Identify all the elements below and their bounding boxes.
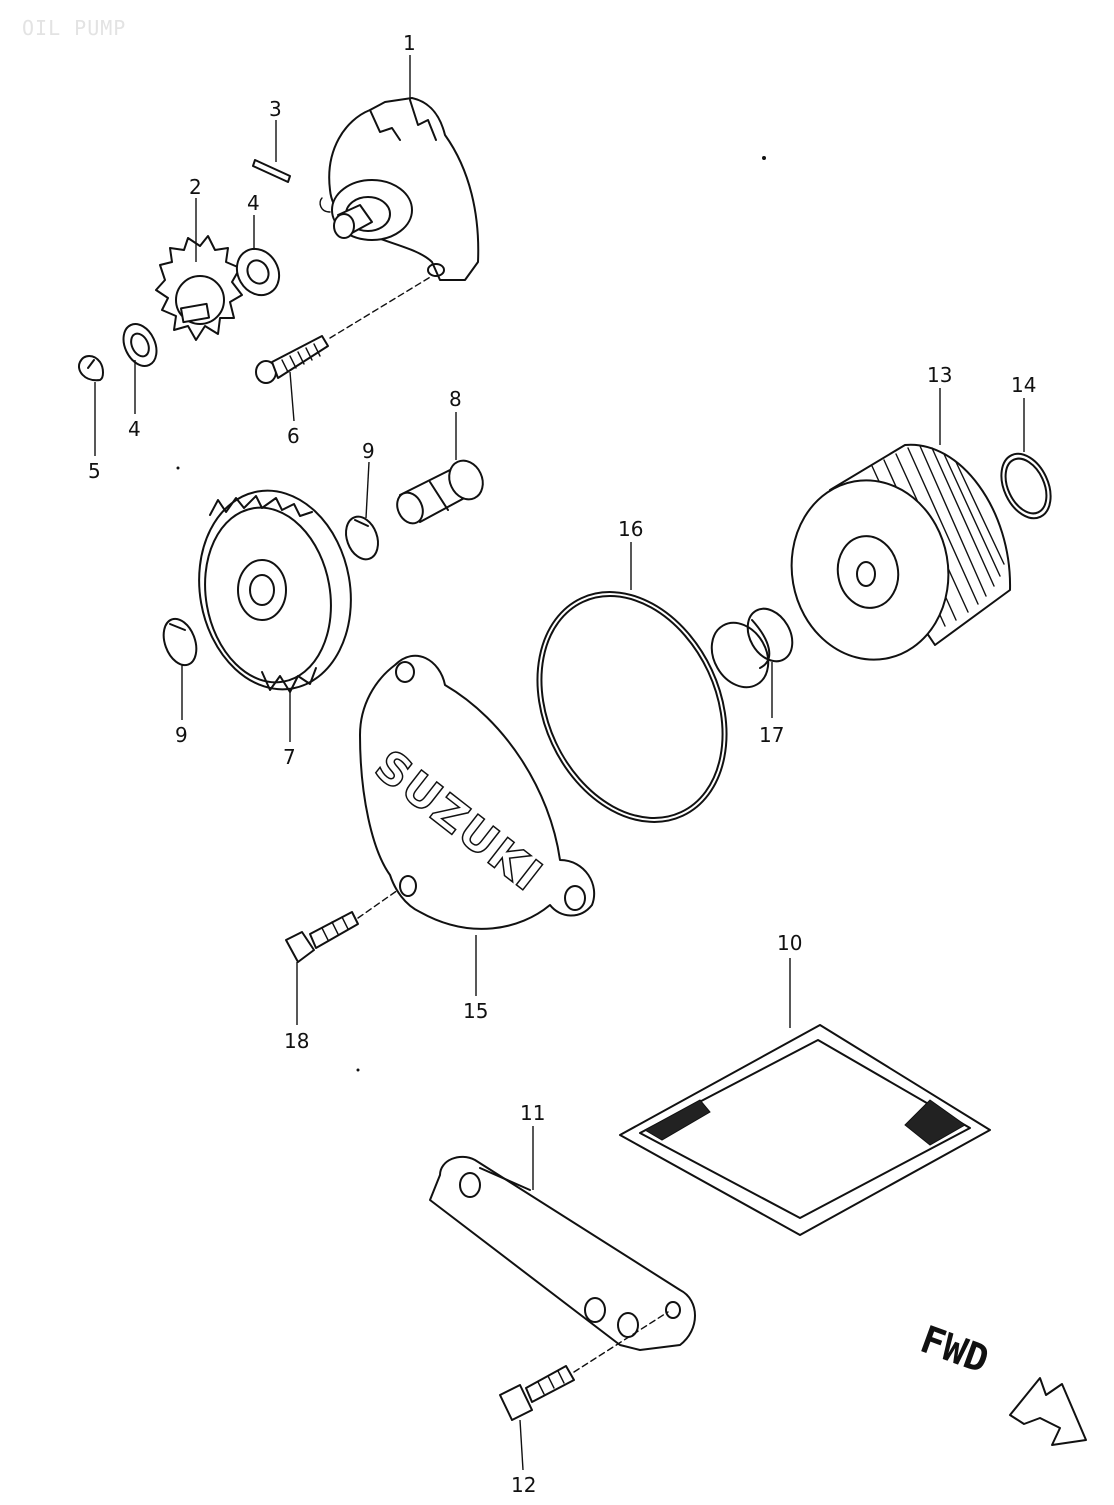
screw-part: [255, 275, 433, 384]
part-number-label: 15: [463, 999, 488, 1023]
part-number-label: 1: [403, 31, 416, 55]
large-o-ring-part: [536, 591, 728, 823]
speck-dot: [762, 156, 766, 160]
speck-dot: [356, 1068, 360, 1072]
circlip-left-part: [162, 617, 198, 667]
circlip-upper-part: [78, 355, 104, 382]
part-number-label: 11: [520, 1101, 545, 1125]
oil-strainer-part: [619, 1024, 991, 1236]
part-number-label: 6: [287, 424, 300, 448]
part-number-label: 9: [362, 439, 375, 463]
callout-lines: [94, 55, 1025, 1471]
part-number-label: 14: [1011, 373, 1036, 397]
forward-direction-marker: FWD: [915, 1317, 1087, 1446]
fwd-label: FWD: [915, 1317, 995, 1382]
spring-part: [710, 607, 794, 689]
fwd-arrow-icon: [1009, 1377, 1087, 1446]
part-number-label: 3: [269, 97, 282, 121]
washer-upper-part: [235, 247, 281, 297]
circlip-middle-part: [345, 515, 379, 561]
part-number-label: 18: [284, 1029, 309, 1053]
washer-lower-part: [122, 323, 158, 367]
part-number-labels: 1 2 3 4 4 5 6 7 8 9 9 10 11 12 13 14 15 …: [88, 31, 1036, 1497]
small-o-ring-part: [1000, 452, 1052, 520]
part-number-label: 13: [927, 363, 952, 387]
part-number-label: 7: [283, 745, 296, 769]
part-number-label: 10: [777, 931, 802, 955]
part-number-label: 9: [175, 723, 188, 747]
part-number-label: 4: [247, 191, 260, 215]
pin-part: [252, 159, 291, 183]
diagram-title: OIL PUMP: [22, 16, 127, 40]
oil-filter-cover-part: SUZUKI: [359, 654, 596, 930]
part-number-label: 12: [511, 1473, 536, 1497]
strainer-bracket-part: [429, 1155, 696, 1351]
cover-bolt-part: [285, 889, 399, 963]
shaft-part: [396, 459, 484, 525]
part-number-label: 5: [88, 459, 101, 483]
part-number-label: 16: [618, 517, 643, 541]
speck-dot: [176, 466, 180, 470]
oil-pump-body-part: [319, 97, 480, 281]
pump-drive-gear-part: [155, 235, 243, 341]
part-number-label: 8: [449, 387, 462, 411]
part-number-label: 2: [189, 175, 202, 199]
part-number-label: 17: [759, 723, 784, 747]
oil-filter-part: [790, 443, 1012, 661]
bracket-bolt-part: [499, 1311, 669, 1421]
part-number-label: 4: [128, 417, 141, 441]
driven-gear-part: [198, 489, 352, 693]
